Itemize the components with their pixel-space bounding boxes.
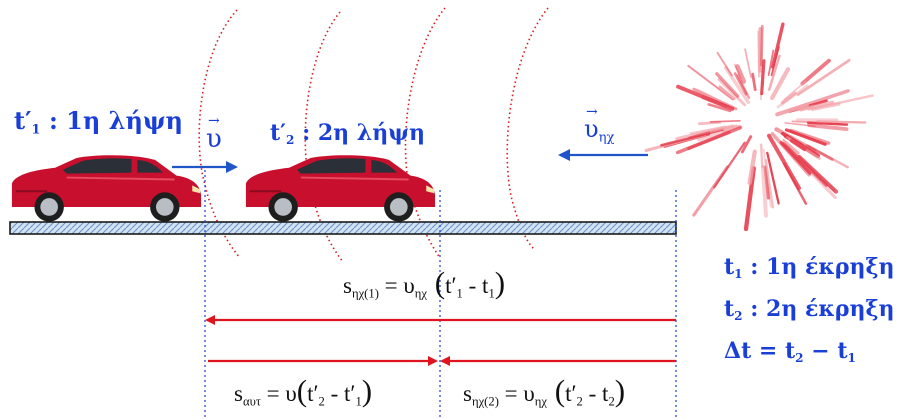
firework-streak xyxy=(770,45,780,77)
firework-streak xyxy=(776,84,809,109)
firework-streak xyxy=(783,80,807,101)
firework-streak xyxy=(760,59,766,96)
sound-distance2-equation: sηχ(2) = υηχ (t′2 - t2) xyxy=(463,373,626,409)
firework-streak xyxy=(760,164,768,218)
firework-streak xyxy=(769,67,791,101)
firework-streak xyxy=(695,88,713,99)
firework-streak xyxy=(687,64,734,101)
firework-streak xyxy=(780,91,797,105)
firework-streak xyxy=(779,141,812,175)
firework-streak xyxy=(707,103,732,113)
firework-streak xyxy=(789,139,807,152)
firework-streak xyxy=(763,165,771,200)
firework-streak xyxy=(747,149,757,186)
car-distance-equation: sαυτ = υ(t′2 - t′1) xyxy=(234,373,373,409)
firework-streak xyxy=(767,49,775,76)
firework-streak xyxy=(718,85,736,100)
road xyxy=(9,221,677,235)
firework-streak xyxy=(799,100,835,112)
firework-streak xyxy=(768,54,781,91)
firework-streak xyxy=(760,143,764,168)
firework-streak xyxy=(713,141,746,189)
firework-streak xyxy=(675,125,743,155)
firework-streak xyxy=(735,64,747,84)
firework-streak xyxy=(782,142,828,187)
firework-streak xyxy=(723,66,751,105)
firework-streak xyxy=(740,135,753,154)
reception1-label: t′1 : 1η λήψη xyxy=(14,106,184,138)
firework-streak xyxy=(810,102,841,112)
firework-streak xyxy=(709,119,741,123)
firework-streak xyxy=(784,128,827,146)
firework-streak xyxy=(744,48,752,79)
firework-streak xyxy=(716,51,733,77)
firework-streak xyxy=(766,151,780,205)
firework-streak xyxy=(807,123,849,132)
firework-streak xyxy=(733,72,748,96)
firework-streak xyxy=(697,121,721,126)
firework-burst xyxy=(644,22,874,232)
firework-streak xyxy=(764,159,775,209)
firework-streak xyxy=(715,72,740,98)
sound-velocity-label: →υηχ xyxy=(584,104,615,146)
car-first-position xyxy=(10,154,203,223)
firework-streak xyxy=(784,122,816,128)
firework-streak xyxy=(689,125,727,135)
firework-streak xyxy=(806,121,849,126)
firework-streak xyxy=(771,22,785,69)
firework-streak xyxy=(782,162,808,205)
sound-distance1-equation: sηχ(1) = υηχ (t′1 - t1) xyxy=(343,265,506,301)
explosion1-label: t1 : 1η έκρηξη xyxy=(724,254,895,282)
firework-streak xyxy=(676,84,735,111)
firework-streak xyxy=(697,128,728,142)
car-second-position xyxy=(244,154,437,223)
reception2-label: t′2 : 2η λήψη xyxy=(270,120,425,148)
firework-streak xyxy=(800,58,831,86)
firework-streak xyxy=(759,24,764,67)
firework-streak xyxy=(775,102,809,117)
firework-streak xyxy=(767,133,801,190)
firework-streak xyxy=(796,58,851,96)
car-velocity-label: →υ xyxy=(206,113,222,154)
wavefront-3 xyxy=(404,7,446,259)
firework-streak xyxy=(751,72,757,91)
firework-streak xyxy=(688,131,711,140)
delta-t-label: Δt = t2 − t1 xyxy=(724,338,856,366)
firework-streak xyxy=(815,120,867,124)
firework-streak xyxy=(782,138,800,155)
firework-streak xyxy=(692,165,729,217)
explosion2-label: t2 : 2η έκρηξη xyxy=(724,296,895,324)
firework-streak xyxy=(736,74,751,100)
wavefront-4 xyxy=(506,7,549,251)
reference-lines xyxy=(204,170,677,419)
